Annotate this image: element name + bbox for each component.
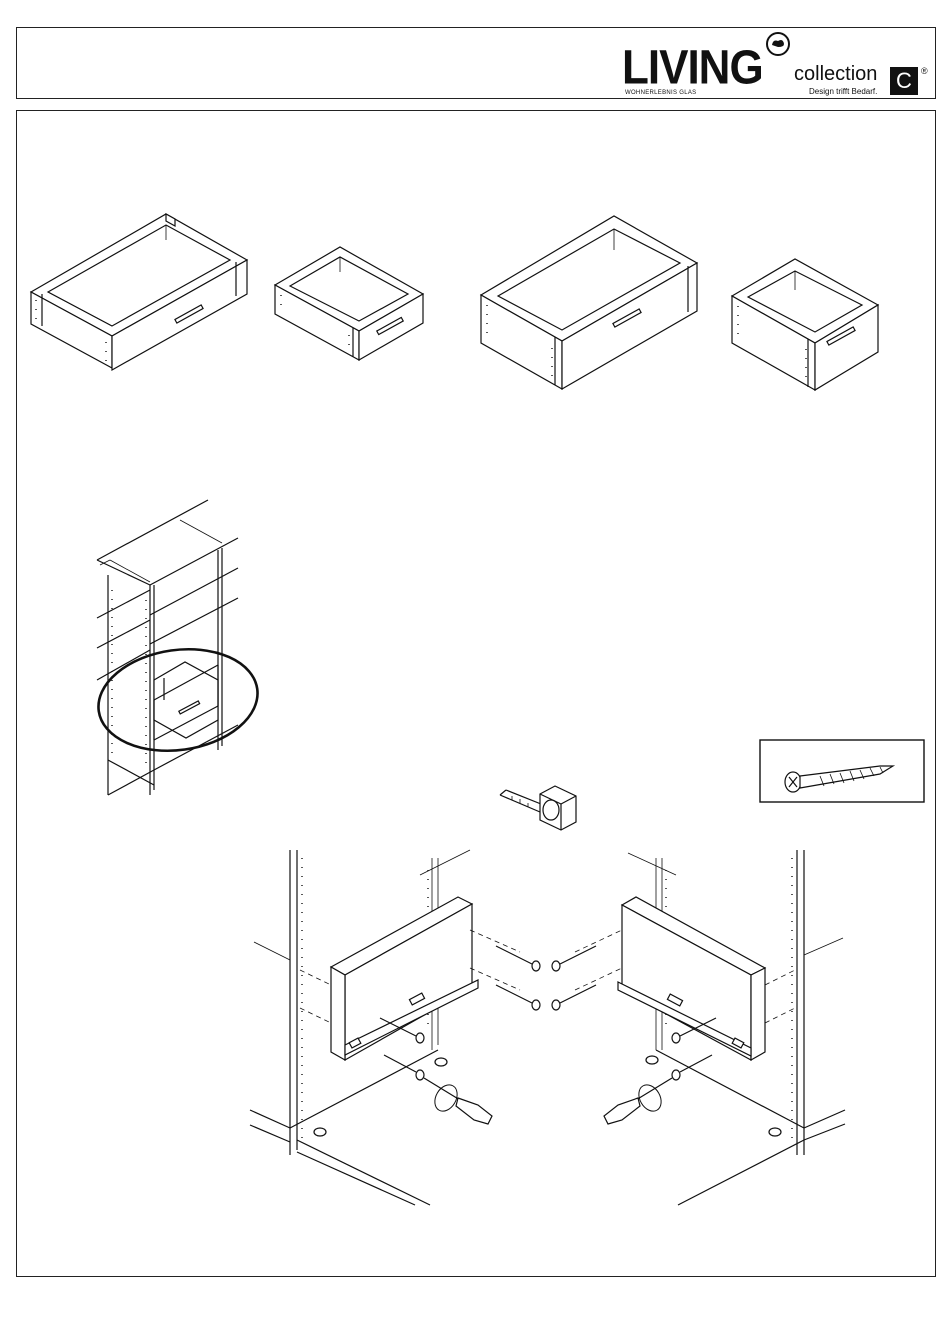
screwdriver-icon — [424, 1078, 672, 1124]
drawer-small-tall — [732, 259, 878, 390]
shelf-unit-overview — [92, 500, 264, 795]
tape-measure-icon — [500, 786, 576, 830]
drawer-wide-low — [31, 214, 247, 370]
drawer-wide-tall — [481, 216, 697, 389]
cabinet-drawer-assembly — [250, 850, 845, 1205]
drawer-small-low — [275, 247, 423, 360]
screw-detail-box — [760, 740, 924, 802]
